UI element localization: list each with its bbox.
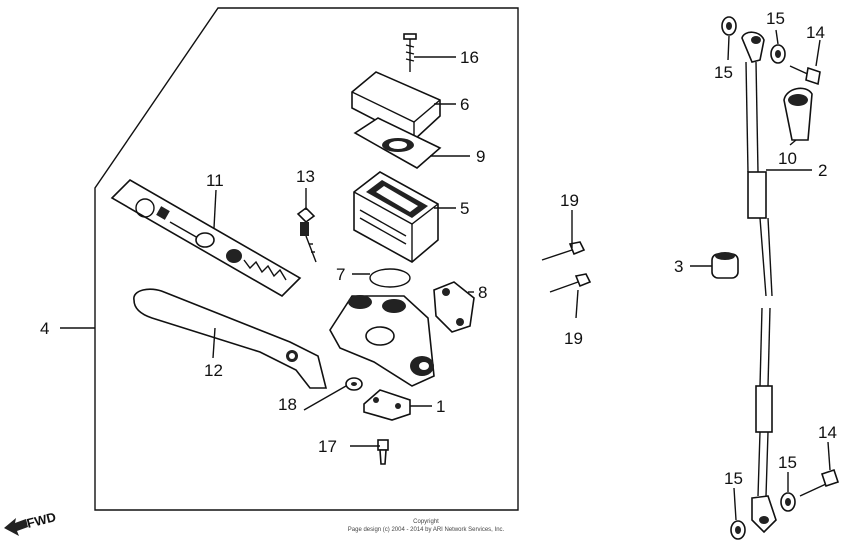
callout-17: 17 bbox=[318, 437, 337, 456]
callout-15-bottom-left: 15 bbox=[724, 469, 743, 488]
part-16-screw bbox=[403, 33, 417, 72]
callout-16: 16 bbox=[460, 48, 479, 67]
part-2-brake-hose bbox=[741, 31, 777, 534]
callout-3: 3 bbox=[674, 257, 683, 276]
callout-19-lower: 19 bbox=[564, 329, 583, 348]
callout-19-upper: 19 bbox=[560, 191, 579, 210]
part-12-lever bbox=[133, 288, 328, 389]
callout-10: 10 bbox=[778, 149, 797, 168]
part-15-washer-2 bbox=[770, 44, 786, 64]
part-1-switch bbox=[363, 389, 411, 421]
part-9-diaphragm bbox=[353, 117, 442, 169]
part-18-washer bbox=[345, 377, 363, 391]
callout-8: 8 bbox=[478, 283, 487, 302]
callout-13: 13 bbox=[296, 167, 315, 186]
part-15-washer-3 bbox=[730, 520, 746, 540]
part-15-washer-4 bbox=[780, 492, 796, 512]
callout-15-left: 15 bbox=[714, 63, 733, 82]
part-5-reservoir bbox=[353, 171, 439, 263]
part-3-grommet bbox=[711, 252, 739, 279]
part-17-bleeder bbox=[377, 439, 389, 465]
part-10-boot bbox=[783, 87, 813, 141]
callout-14-lower: 14 bbox=[818, 423, 837, 442]
callout-7: 7 bbox=[336, 265, 345, 284]
part-13-bolt bbox=[296, 206, 317, 263]
part-11-piston-set bbox=[110, 179, 302, 297]
part-14-bolt-lower bbox=[799, 468, 840, 497]
part-19-bolt-upper bbox=[541, 241, 586, 261]
callout-11: 11 bbox=[206, 171, 224, 190]
part-6-reservoir-cap bbox=[351, 71, 441, 141]
copyright-line-2: Page design (c) 2004 - 2014 by ARI Netwo… bbox=[348, 527, 505, 533]
callout-18: 18 bbox=[278, 395, 297, 414]
part-15-washer-1 bbox=[721, 16, 737, 36]
callout-9: 9 bbox=[476, 147, 485, 166]
callout-1: 1 bbox=[436, 397, 445, 416]
fwd-label: FWD bbox=[25, 509, 57, 531]
callout-6: 6 bbox=[460, 95, 469, 114]
part-8-cover bbox=[433, 281, 475, 333]
callout-15-top: 15 bbox=[766, 9, 785, 28]
leader-lines bbox=[60, 29, 831, 521]
part-14-bolt-upper bbox=[789, 65, 821, 86]
callout-15-bottom-right: 15 bbox=[778, 453, 797, 472]
fwd-arrow-icon bbox=[4, 518, 28, 536]
fwd-indicator: FWD bbox=[4, 509, 57, 536]
master-cylinder-body bbox=[329, 295, 435, 387]
callout-4: 4 bbox=[40, 319, 49, 338]
callout-12: 12 bbox=[204, 361, 223, 380]
assembly-frame bbox=[94, 7, 519, 511]
copyright-line-1: Copyright bbox=[413, 519, 439, 525]
callout-5: 5 bbox=[460, 199, 469, 218]
callouts: 16 6 9 5 7 8 1 18 17 4 11 12 13 19 19 3 … bbox=[40, 9, 837, 488]
callout-2: 2 bbox=[818, 161, 827, 180]
callout-14-upper: 14 bbox=[806, 23, 825, 42]
part-7-o-ring bbox=[369, 268, 411, 288]
part-19-bolt-lower bbox=[549, 273, 592, 293]
